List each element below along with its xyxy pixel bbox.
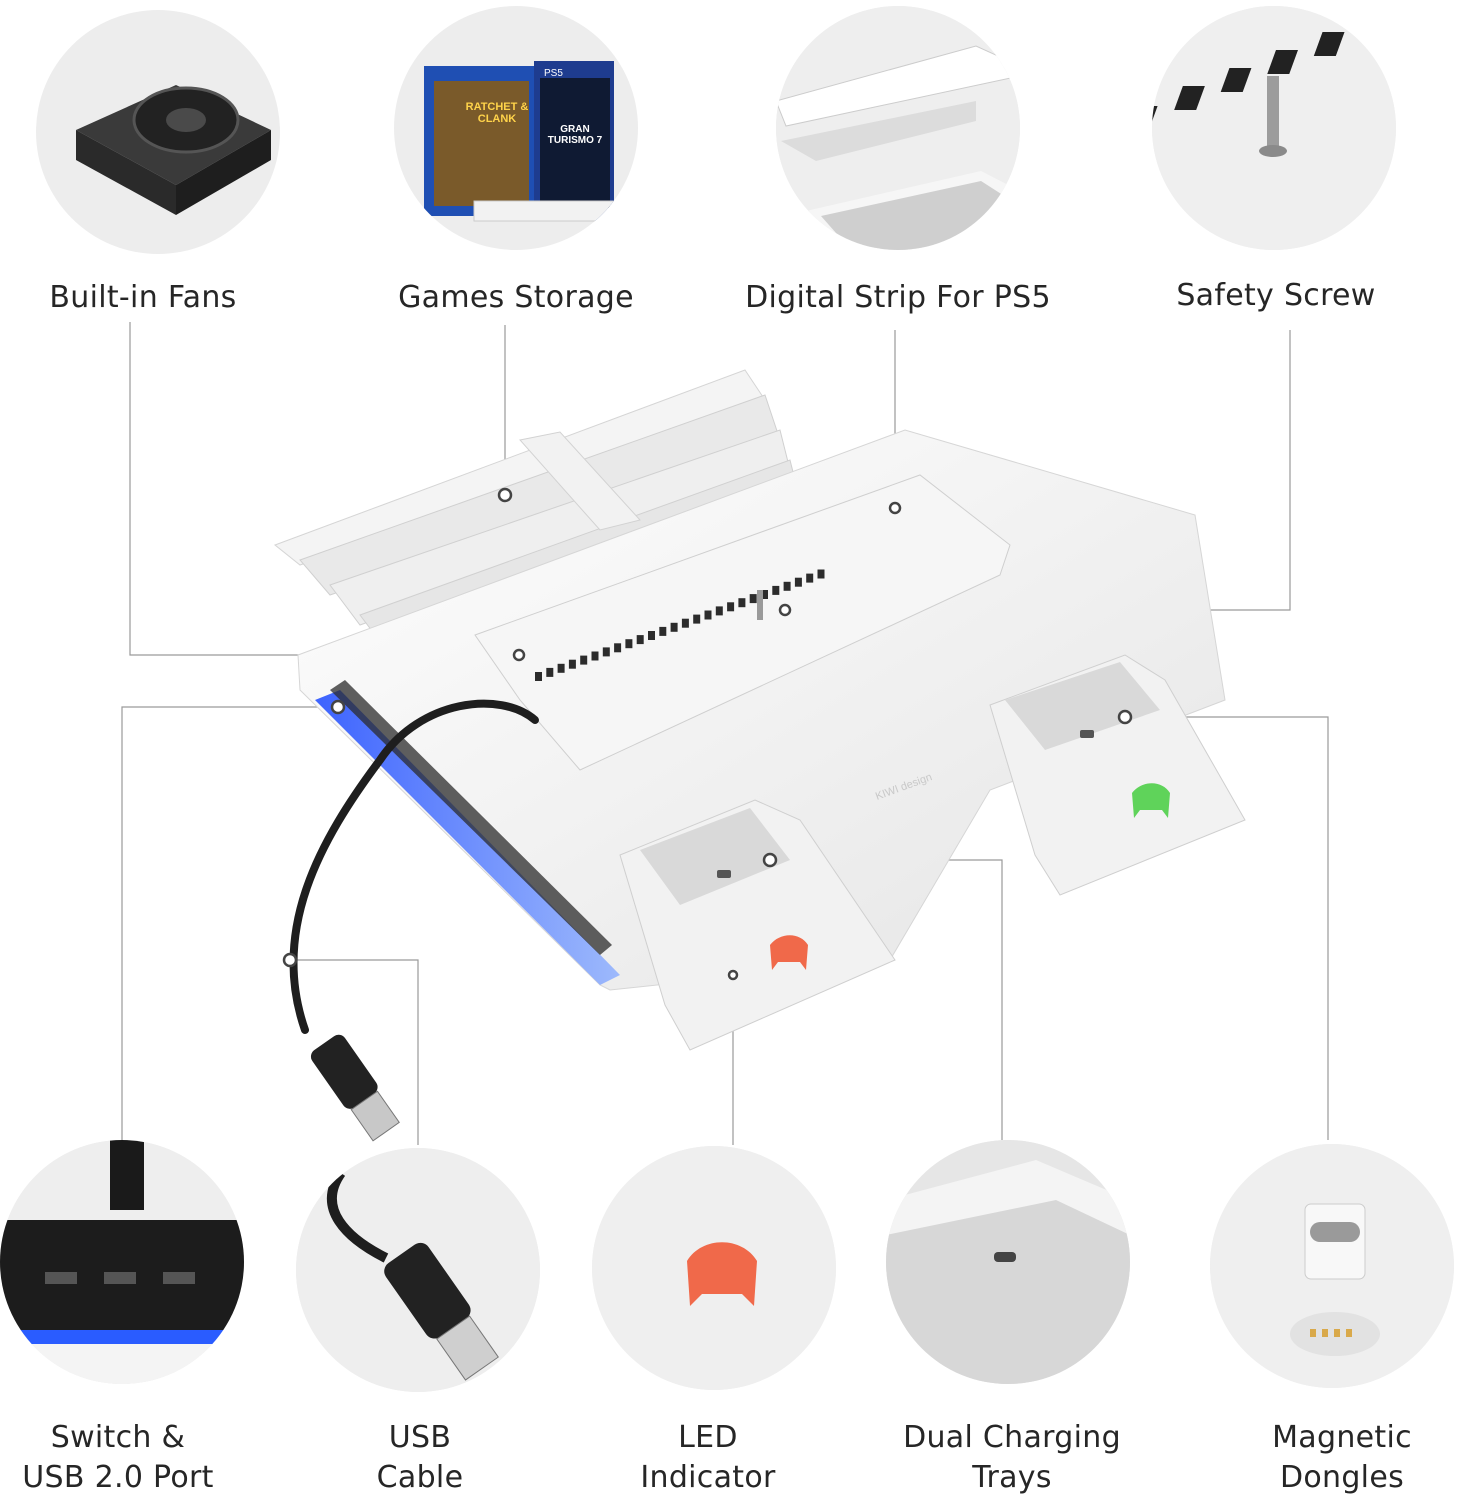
magnetic-dongle-icon <box>1210 1144 1454 1388</box>
vent-slot <box>659 626 667 636</box>
vent-slot <box>783 581 791 591</box>
label-usb-cable-line2: Cable <box>376 1460 464 1495</box>
label-switch-usb-port: Switch & USB 2.0 Port <box>0 1418 236 1498</box>
label-magnetic-dongles-line1: Magnetic <box>1272 1420 1412 1455</box>
vent-slot <box>557 663 565 673</box>
vent-slot <box>749 594 757 604</box>
circle-built-in-fans <box>36 10 280 254</box>
vent-slot <box>681 618 689 628</box>
usb-cable-icon <box>296 1148 540 1392</box>
fan-module-icon <box>76 85 271 215</box>
circle-games-storage: RATCHET & CLANK GRAN TURISMO 7 PS5 <box>394 6 638 250</box>
label-dual-charging-trays-line1: Dual Charging <box>903 1420 1121 1455</box>
usb-port-icon <box>0 1140 244 1384</box>
vent-slot <box>625 639 633 649</box>
circle-magnetic-dongles <box>1210 1144 1454 1388</box>
circle-safety-screw <box>1152 6 1396 250</box>
vent-slot <box>738 598 746 608</box>
front-charging-tray <box>619 799 896 1051</box>
label-built-in-fans: Built-in Fans <box>49 280 237 315</box>
label-digital-strip: Digital Strip For PS5 <box>745 280 1051 315</box>
vent-slot <box>636 635 644 645</box>
label-led-indicator: LED Indicator <box>614 1418 802 1498</box>
safety-screw <box>757 590 763 620</box>
vent-slot <box>602 647 610 657</box>
circle-switch-usb-port <box>0 1140 244 1384</box>
usb-cable-line <box>289 699 539 1034</box>
label-switch-usb-port-line2: USB 2.0 Port <box>22 1460 214 1495</box>
label-magnetic-dongles-line2: Dongles <box>1279 1460 1405 1495</box>
back-charging-tray <box>989 654 1246 896</box>
label-usb-cable-line1: USB <box>388 1420 452 1455</box>
vent-slot <box>580 655 588 665</box>
label-usb-cable: USB Cable <box>330 1418 510 1498</box>
vent-slot <box>704 610 712 620</box>
label-switch-usb-port-line1: Switch & <box>50 1420 186 1455</box>
label-games-storage: Games Storage <box>398 280 634 315</box>
blue-light-strip <box>315 690 620 985</box>
led-controller-icon <box>592 1146 836 1390</box>
games-storage-box-title: RATCHET & CLANK <box>465 101 529 125</box>
callout-dots <box>282 487 1133 981</box>
vent-slot <box>614 643 622 653</box>
vent-slot <box>761 590 768 599</box>
digital-strip-icon <box>776 6 1020 250</box>
games-platform-badge: PS5 <box>544 68 563 79</box>
vent-slot <box>591 651 599 661</box>
vent-slot <box>546 667 554 677</box>
label-dual-charging-trays: Dual Charging Trays <box>876 1418 1148 1498</box>
vent-slot <box>693 614 701 624</box>
circle-digital-strip <box>776 6 1020 250</box>
circle-led-indicator <box>592 1146 836 1390</box>
label-dual-charging-trays-line2: Trays <box>972 1460 1052 1495</box>
usb-plug <box>310 1034 400 1142</box>
vent-slot <box>794 577 802 587</box>
games-storage-box-title-2: GRAN TURISMO 7 <box>547 124 603 146</box>
screw-icon <box>1152 6 1396 250</box>
vent-slot <box>535 672 542 681</box>
console-rest-plate <box>474 474 1011 771</box>
label-magnetic-dongles: Magnetic Dongles <box>1232 1418 1452 1498</box>
vent-slot <box>772 585 780 595</box>
label-safety-screw: Safety Screw <box>1176 278 1376 313</box>
circle-usb-cable <box>296 1148 540 1392</box>
vent-slot <box>727 602 735 612</box>
vent-slot <box>715 606 723 616</box>
vent-slot <box>817 569 825 579</box>
game-boxes-icon <box>424 61 615 222</box>
vent-slots <box>535 569 825 681</box>
vent-slot <box>670 622 678 632</box>
label-led-indicator-line1: LED <box>678 1420 738 1455</box>
label-led-indicator-line2: Indicator <box>640 1460 776 1495</box>
vent-slot <box>806 573 814 583</box>
circle-dual-charging-trays <box>886 1140 1130 1384</box>
game-storage-slats <box>273 369 801 656</box>
vent-slot <box>568 659 576 669</box>
charging-tray-icon <box>886 1140 1130 1384</box>
vent-slot <box>648 631 655 640</box>
